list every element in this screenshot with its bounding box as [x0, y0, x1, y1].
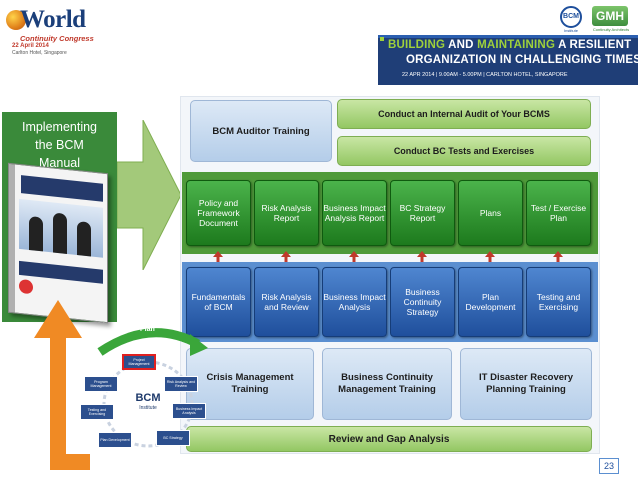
cycle-node-label: BC Strategy — [163, 435, 183, 440]
up-arrow-icon — [553, 251, 563, 265]
cycle-node-bia: Business Impact Analysis — [172, 403, 206, 419]
process-label: Business Impact Analysis — [323, 292, 386, 312]
process-label: Risk Analysis and Review — [261, 292, 312, 312]
banner-line1: BUILDING AND MAINTAINING A RESILIENT — [388, 39, 631, 51]
bcm-auditor-training-box: BCM Auditor Training — [190, 100, 332, 162]
up-arrow-icon — [485, 251, 495, 265]
it-dr-training-label: IT Disaster Recovery Planning Training — [479, 372, 573, 395]
cycle-node-label: Program Management — [90, 379, 112, 389]
banner-word-maintaining: MAINTAINING — [477, 39, 556, 51]
document-bc-strategy: BC Strategy Report — [390, 180, 455, 246]
person-silhouette — [29, 215, 43, 252]
document-label: Test / Exercise Plan — [530, 203, 587, 223]
bcm-logo-text: BCM — [563, 13, 579, 20]
process-bc-strategy: Business Continuity Strategy — [390, 267, 455, 337]
logo-title: World — [20, 6, 86, 33]
orange-loop-arrow-icon — [34, 300, 90, 470]
cycle-center-sub: Institute — [139, 405, 157, 411]
globe-icon — [6, 10, 26, 30]
banner-word-resilient: A RESILIENT — [558, 39, 632, 51]
cycle-center-text: BCM — [135, 392, 161, 404]
book-header — [21, 175, 103, 202]
bcm-institute-logo: BCM Institute — [556, 6, 586, 34]
book-photo — [19, 198, 103, 258]
banner-info: 22 APR 2014 | 9.00AM - 5.00PM | CARLTON … — [402, 72, 568, 78]
cycle-node-program-management: Program Management — [84, 376, 118, 392]
banner-corner — [380, 37, 384, 41]
logo-subtitle: Continuity Congress — [20, 34, 94, 43]
up-arrow-icon — [213, 251, 223, 265]
process-label: Testing and Exercising — [536, 292, 581, 312]
up-arrow-icon — [281, 251, 291, 265]
world-continuity-congress-logo: World Continuity Congress 22 April 2014 … — [6, 4, 101, 56]
review-gap-analysis-label: Review and Gap Analysis — [328, 433, 450, 445]
banner-word-building: BUILDING — [388, 39, 446, 51]
document-label: Business Impact Analysis Report — [323, 203, 386, 223]
process-risk-analysis: Risk Analysis and Review — [254, 267, 319, 337]
internal-audit-label: Conduct an Internal Audit of Your BCMS — [378, 109, 550, 119]
up-arrow-icon — [349, 251, 359, 265]
book-band — [19, 260, 103, 284]
bc-tests-label: Conduct BC Tests and Exercises — [393, 146, 535, 156]
process-fundamentals: Fundamentals of BCM — [186, 267, 251, 337]
process-bia: Business Impact Analysis — [322, 267, 387, 337]
logo-location: Carlton Hotel, Singapore — [12, 50, 67, 56]
document-plans: Plans — [458, 180, 523, 246]
process-plan-development: Plan Development — [458, 267, 523, 337]
cycle-node-project-management: Project Management — [122, 354, 156, 370]
left-title-line1: Implementing — [21, 120, 98, 134]
cycle-node-bc-strategy: BC Strategy — [156, 430, 190, 446]
bcm-auditor-training-label: BCM Auditor Training — [212, 125, 310, 137]
cycle-node-label: Business Impact Analysis — [175, 406, 203, 416]
cycle-node-testing-exercising: Testing and Exercising — [80, 404, 114, 420]
bcm-training-box: Business Continuity Management Training — [322, 348, 452, 420]
bcm-circle-icon — [560, 6, 582, 28]
document-test-exercise-plan: Test / Exercise Plan — [526, 180, 591, 246]
logo-date: 22 April 2014 — [12, 43, 49, 49]
document-bia: Business Impact Analysis Report — [322, 180, 387, 246]
internal-audit-box: Conduct an Internal Audit of Your BCMS — [337, 99, 591, 129]
document-label: Risk Analysis Report — [261, 203, 312, 223]
gmh-logo-text: GMH — [592, 6, 628, 26]
left-title-line2: the BCM — [35, 138, 84, 152]
bc-tests-box: Conduct BC Tests and Exercises — [337, 136, 591, 166]
cycle-node-plan-development: Plan Development — [98, 432, 132, 448]
cycle-plan-label: Plan — [140, 326, 155, 333]
crisis-management-training-label: Crisis Management Training — [206, 372, 294, 395]
cycle-node-label: Project Management — [128, 357, 150, 367]
document-label: BC Strategy Report — [399, 203, 446, 223]
cycle-node-label: Risk Analysis and Review — [166, 379, 196, 389]
gmh-logo: GMH Continuity Architects — [590, 4, 632, 34]
document-policy-framework: Policy and Framework Document — [186, 180, 251, 246]
review-gap-analysis-box: Review and Gap Analysis — [186, 426, 592, 452]
person-silhouette — [53, 212, 67, 254]
bcm-training-label: Business Continuity Management Training — [338, 372, 436, 395]
header: World Continuity Congress 22 April 2014 … — [0, 0, 638, 90]
document-risk-analysis: Risk Analysis Report — [254, 180, 319, 246]
crisis-management-training-box: Crisis Management Training — [186, 348, 314, 420]
event-banner: BUILDING AND MAINTAINING A RESILIENT ORG… — [378, 35, 638, 85]
cycle-node-risk-analysis: Risk Analysis and Review — [164, 376, 198, 392]
document-label: Plans — [479, 208, 502, 218]
plan-curved-arrow-icon — [97, 328, 208, 356]
banner-line2: ORGANIZATION IN CHALLENGING TIMES — [406, 54, 638, 66]
cycle-node-label: Testing and Exercising — [87, 407, 107, 417]
process-label: Fundamentals of BCM — [191, 292, 246, 312]
up-arrow-icon — [417, 251, 427, 265]
process-label: Business Continuity Strategy — [403, 287, 442, 317]
banner-word-and: AND — [448, 39, 474, 51]
banner-stripe — [378, 35, 638, 38]
page-number: 23 — [599, 458, 619, 474]
book-red-mark — [19, 278, 33, 295]
right-arrow-icon — [117, 120, 181, 270]
document-label: Policy and Framework Document — [197, 198, 240, 228]
gmh-logo-sub: Continuity Architects — [592, 27, 630, 32]
bcm-logo-sub: Institute — [563, 28, 578, 33]
process-label: Plan Development — [465, 292, 516, 312]
it-dr-training-box: IT Disaster Recovery Planning Training — [460, 348, 592, 420]
process-testing-exercising: Testing and Exercising — [526, 267, 591, 337]
person-silhouette — [77, 220, 91, 257]
cycle-node-label: Plan Development — [100, 437, 130, 442]
